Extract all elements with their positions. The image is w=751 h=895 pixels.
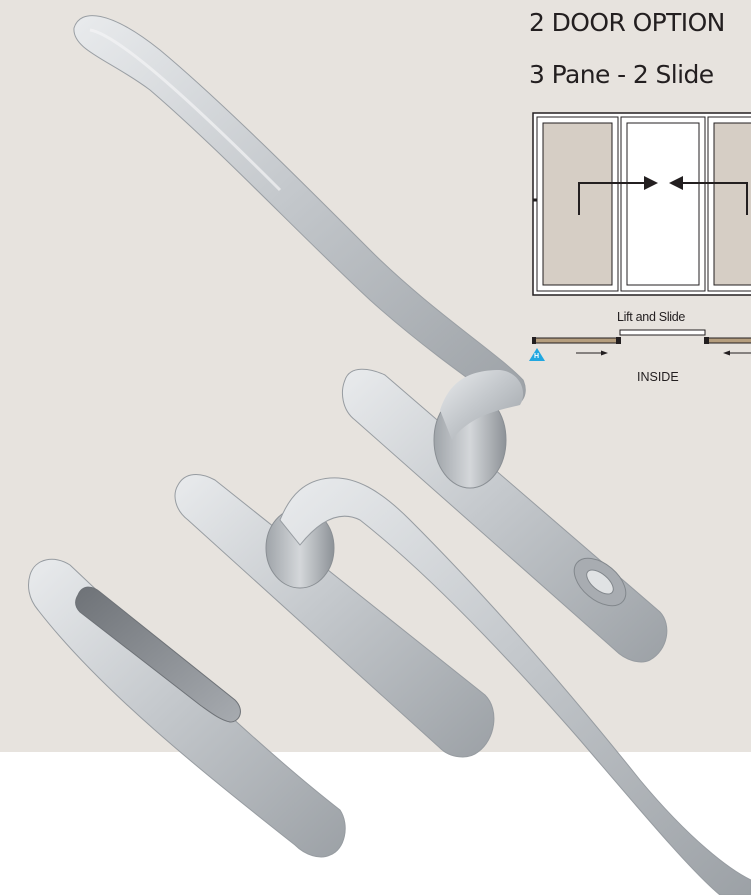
pane-center: [620, 116, 706, 292]
pane-left: [542, 122, 613, 286]
handle-long-lever: [73, 15, 526, 407]
handle-long-plate: [342, 368, 668, 663]
operation-label: Lift and Slide: [617, 310, 686, 324]
inside-label: INSIDE: [637, 370, 679, 384]
plan-pane-right: [705, 337, 751, 344]
page-title: 2 DOOR OPTION: [529, 8, 725, 37]
door-diagram: [529, 112, 751, 361]
flush-pull-handle: [28, 558, 346, 858]
plan-arrow-right-icon: [601, 350, 608, 356]
handle-marker-icon: [529, 348, 545, 361]
plan-pane-center: [619, 329, 706, 336]
handle-middle: [174, 474, 751, 895]
handle-marker-letter: H: [534, 353, 540, 360]
plan-pane-left: [533, 337, 621, 344]
page-subtitle: 3 Pane - 2 Slide: [529, 60, 714, 89]
arrow-left-icon: [669, 176, 683, 190]
pane-right: [713, 122, 751, 286]
plan-arrow-left-icon: [723, 350, 730, 356]
arrow-right-icon: [644, 176, 658, 190]
